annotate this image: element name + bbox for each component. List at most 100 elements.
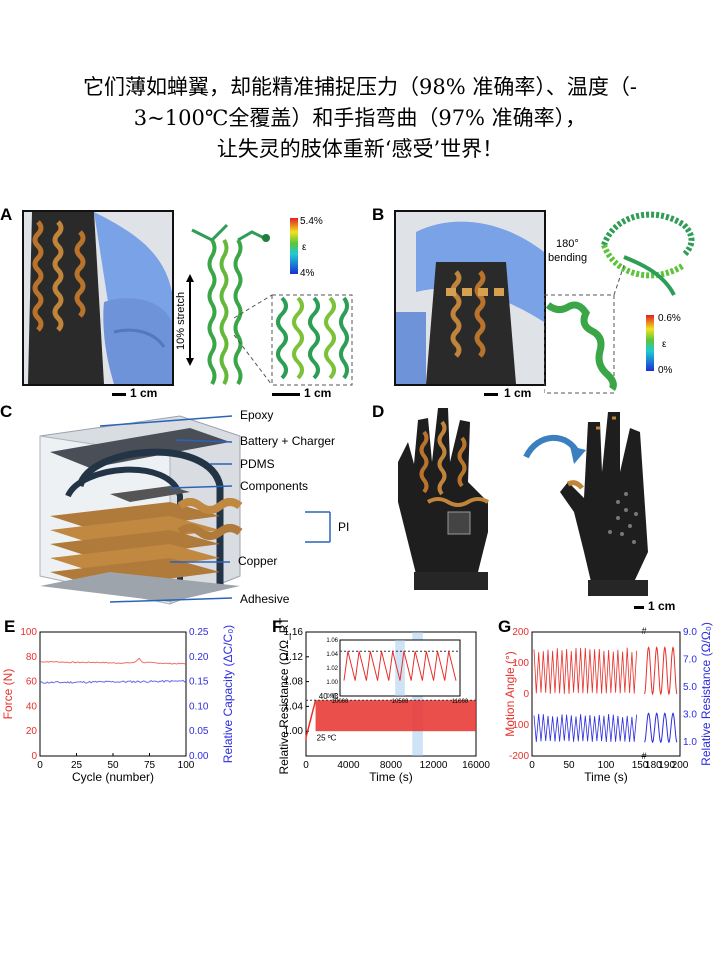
panel-d-label: D xyxy=(372,402,385,421)
y-left-tick-label: 0 xyxy=(31,751,37,762)
x-tick-label: 150 xyxy=(632,760,649,771)
panel-c: C Epoxy Battery + xyxy=(0,402,370,614)
y-right-tick-label: 9.0 xyxy=(683,627,697,638)
y-tick-label: 1.12 xyxy=(284,652,304,663)
layer-label-copper: Copper xyxy=(238,554,278,568)
y-right-tick-label: 1.0 xyxy=(683,737,697,748)
y-left-axis-label: Motion Angle (°) xyxy=(503,651,517,737)
x-tick-label: 100 xyxy=(178,760,195,771)
y-right-tick-label: 0.10 xyxy=(189,701,209,712)
x-tick-label: 75 xyxy=(144,760,156,771)
bending-strain-map: 180° bending 0.6% ε 0% xyxy=(544,211,695,394)
x-tick-label: 0 xyxy=(529,760,535,771)
colorbar-top-label: 5.4% xyxy=(300,216,323,227)
x-tick-label: 25 xyxy=(71,760,83,771)
y-left-tick-label: 80 xyxy=(26,652,38,663)
panel-b: B 1 cm 180° bending xyxy=(372,205,720,405)
y-right-tick-label: 0.25 xyxy=(189,627,209,638)
y-right-tick-label: 5.0 xyxy=(683,682,697,693)
axis-break-bottom: # xyxy=(642,751,647,761)
annotation-40c: 40 ºC xyxy=(319,692,339,701)
inset-x-tick-label: 10500 xyxy=(392,699,409,705)
scale-label-zoom: 1 cm xyxy=(304,386,332,400)
x-tick-label: 16000 xyxy=(462,760,490,771)
x-tick-label: 100 xyxy=(598,760,615,771)
panel-b-label: B xyxy=(372,205,385,224)
x-tick-label: 0 xyxy=(37,760,43,771)
layer-callout-lines xyxy=(99,415,331,603)
layer-label-pdms: PDMS xyxy=(240,457,275,471)
headline: 它们薄如蝉翼，却能精准捕捉压力（98% 准确率）、温度（- 3~100℃全覆盖）… xyxy=(30,72,690,165)
x-tick-label: 8000 xyxy=(380,760,403,771)
headline-line-3: 让失灵的肢体重新‘感受’世界！ xyxy=(216,137,504,161)
inset-y-tick-label: 1.06 xyxy=(326,638,338,644)
x-axis-label: Time (s) xyxy=(369,770,413,784)
inset-y-tick-label: 0.98 xyxy=(326,694,338,700)
y-tick-label: 1.00 xyxy=(284,726,304,737)
panel-a-photo xyxy=(22,210,174,386)
panel-b-photo xyxy=(394,210,546,386)
y-tick-label: 1.16 xyxy=(284,627,304,638)
x-axis-label: Time (s) xyxy=(584,770,628,784)
y-right-axis-label: Relative Resistance (Ω/Ω₀) xyxy=(699,622,713,766)
panel-c-label: C xyxy=(0,402,13,421)
layer-label-battery-charger: Battery + Charger xyxy=(240,434,336,448)
y-axis-label: Relative Resistance (Ω/Ω_RT) xyxy=(277,618,291,775)
panel-f-frame xyxy=(305,631,477,757)
x-axis-label: Cycle (number) xyxy=(72,770,154,784)
scale-label: 1 cm xyxy=(648,599,676,613)
motion-angle-series-dense xyxy=(533,647,637,694)
y-left-tick-label: 20 xyxy=(26,726,38,737)
layer-label-pi: PI xyxy=(338,520,350,534)
x-tick-label: 50 xyxy=(107,760,119,771)
y-right-tick-label: 0.20 xyxy=(189,652,209,663)
y-right-tick-label: 7.0 xyxy=(683,655,697,666)
panel-a-label: A xyxy=(0,205,13,224)
force-series-line xyxy=(39,657,187,665)
bending-label-text: bending xyxy=(548,252,587,264)
y-right-axis-label: Relative Capacity (ΔC/C₀) xyxy=(221,625,235,763)
device-layer-stack-illustration xyxy=(39,415,243,605)
scale-bar xyxy=(112,393,126,396)
y-left-tick-label: 0 xyxy=(523,689,529,700)
colorbar-epsilon-label: ε xyxy=(662,339,667,350)
glove-photos-illustration xyxy=(398,408,648,596)
bending-label-angle: 180° xyxy=(556,238,579,250)
headline-line-1: 它们薄如蝉翼，却能精准捕捉压力（98% 准确率）、温度（- xyxy=(83,75,637,99)
resistance-series-fill xyxy=(315,700,476,732)
y-right-tick-label: 0.15 xyxy=(189,677,209,688)
panel-a: A 1 cm 5.4% xyxy=(0,205,360,405)
panel-e-label: E xyxy=(4,618,15,636)
inset-y-tick-label: 1.02 xyxy=(326,666,338,672)
y-left-tick-label: 100 xyxy=(512,658,529,669)
panel-e-frame xyxy=(39,631,187,757)
y-left-tick-label: 60 xyxy=(26,677,38,688)
colorbar-bottom-label: 4% xyxy=(300,268,315,279)
panel-g-frame xyxy=(531,631,681,757)
scale-label: 1 cm xyxy=(130,386,158,400)
y-tick-label: 1.04 xyxy=(284,701,304,712)
inset-y-tick-label: 1.00 xyxy=(326,680,338,686)
glove-bending-illustration xyxy=(396,212,544,384)
panel-f-label: F xyxy=(272,618,282,636)
stretch-label: 10% stretch xyxy=(175,292,187,350)
x-tick-label: 4000 xyxy=(337,760,360,771)
resistance-series-dense xyxy=(533,713,637,743)
y-left-tick-label: -100 xyxy=(509,720,529,731)
motion-angle-series-slow xyxy=(644,646,678,696)
inset-highlight-band xyxy=(395,640,405,696)
layer-label-adhesive: Adhesive xyxy=(240,592,290,606)
y-left-tick-label: -200 xyxy=(509,751,529,762)
layer-label-epoxy: Epoxy xyxy=(240,408,274,422)
y-left-tick-label: 40 xyxy=(26,701,38,712)
x-tick-label: 200 xyxy=(672,760,689,771)
y-right-tick-label: 3.0 xyxy=(683,710,697,721)
glove-stretch-illustration xyxy=(24,212,172,384)
y-right-tick-label: 0.05 xyxy=(189,726,209,737)
y-right-tick-label: 0.00 xyxy=(189,751,209,762)
x-tick-label: 50 xyxy=(563,760,575,771)
panel-d: D 1 cm xyxy=(372,402,720,614)
x-tick-label: 12000 xyxy=(420,760,448,771)
scale-label: 1 cm xyxy=(504,386,532,400)
